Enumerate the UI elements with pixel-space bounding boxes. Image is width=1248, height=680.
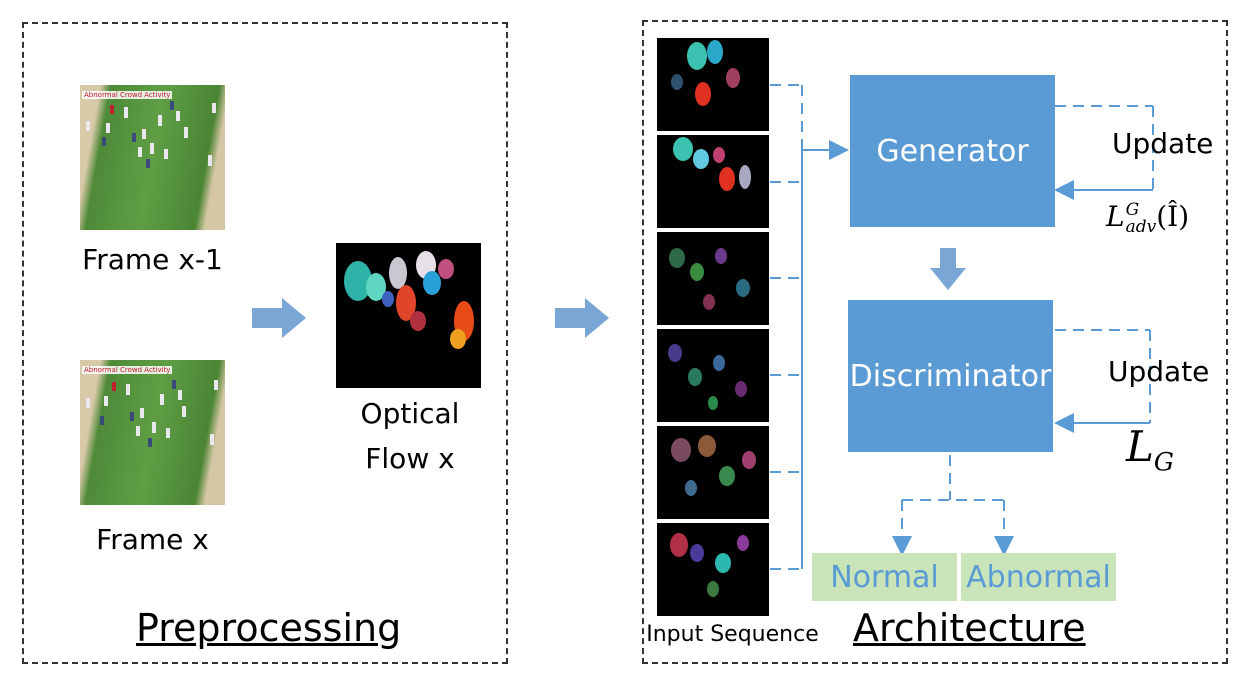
preprocessing-panel — [22, 22, 508, 664]
output-normal-label: Normal — [830, 559, 939, 595]
generator-block: Generator — [850, 75, 1055, 227]
architecture-panel — [642, 20, 1228, 664]
input-frame-4 — [657, 329, 769, 422]
frame-prev-label: Frame x-1 — [82, 243, 223, 276]
generator-label: Generator — [876, 133, 1029, 169]
discriminator-update-label: Update — [1108, 355, 1210, 388]
architecture-title: Architecture — [853, 606, 1086, 650]
optical-flow-image — [336, 243, 481, 388]
arrow-frames-to-flow — [252, 298, 306, 338]
optical-flow-label-line2: Flow x — [365, 442, 455, 475]
output-normal-box: Normal — [812, 553, 957, 601]
input-frame-2 — [657, 135, 769, 228]
discriminator-block: Discriminator — [848, 300, 1053, 452]
frame-curr-image: Abnormal Crowd Activity — [80, 360, 225, 505]
frame-prev-overlay-text: Abnormal Crowd Activity — [82, 91, 173, 99]
frame-prev-people — [86, 101, 216, 168]
discriminator-loss-formula: LG — [1126, 422, 1175, 477]
input-frame-1 — [657, 38, 769, 131]
input-frame-5 — [657, 426, 769, 519]
output-abnormal-label: Abnormal — [966, 559, 1111, 595]
frame-curr-people — [86, 380, 218, 447]
optical-flow-label-line1: Optical — [360, 397, 460, 430]
input-frame-3 — [657, 232, 769, 325]
frame-prev-image: Abnormal Crowd Activity — [80, 85, 225, 230]
frame-curr-overlay-text: Abnormal Crowd Activity — [82, 366, 173, 374]
preprocessing-title: Preprocessing — [136, 606, 402, 650]
frame-curr-label: Frame x — [96, 523, 209, 556]
generator-update-label: Update — [1112, 127, 1214, 160]
input-sequence-label: Input Sequence — [646, 622, 819, 647]
arrow-preprocessing-to-architecture — [555, 298, 609, 338]
input-frame-6 — [657, 523, 769, 616]
output-abnormal-box: Abnormal — [961, 553, 1116, 601]
discriminator-label: Discriminator — [849, 358, 1052, 394]
